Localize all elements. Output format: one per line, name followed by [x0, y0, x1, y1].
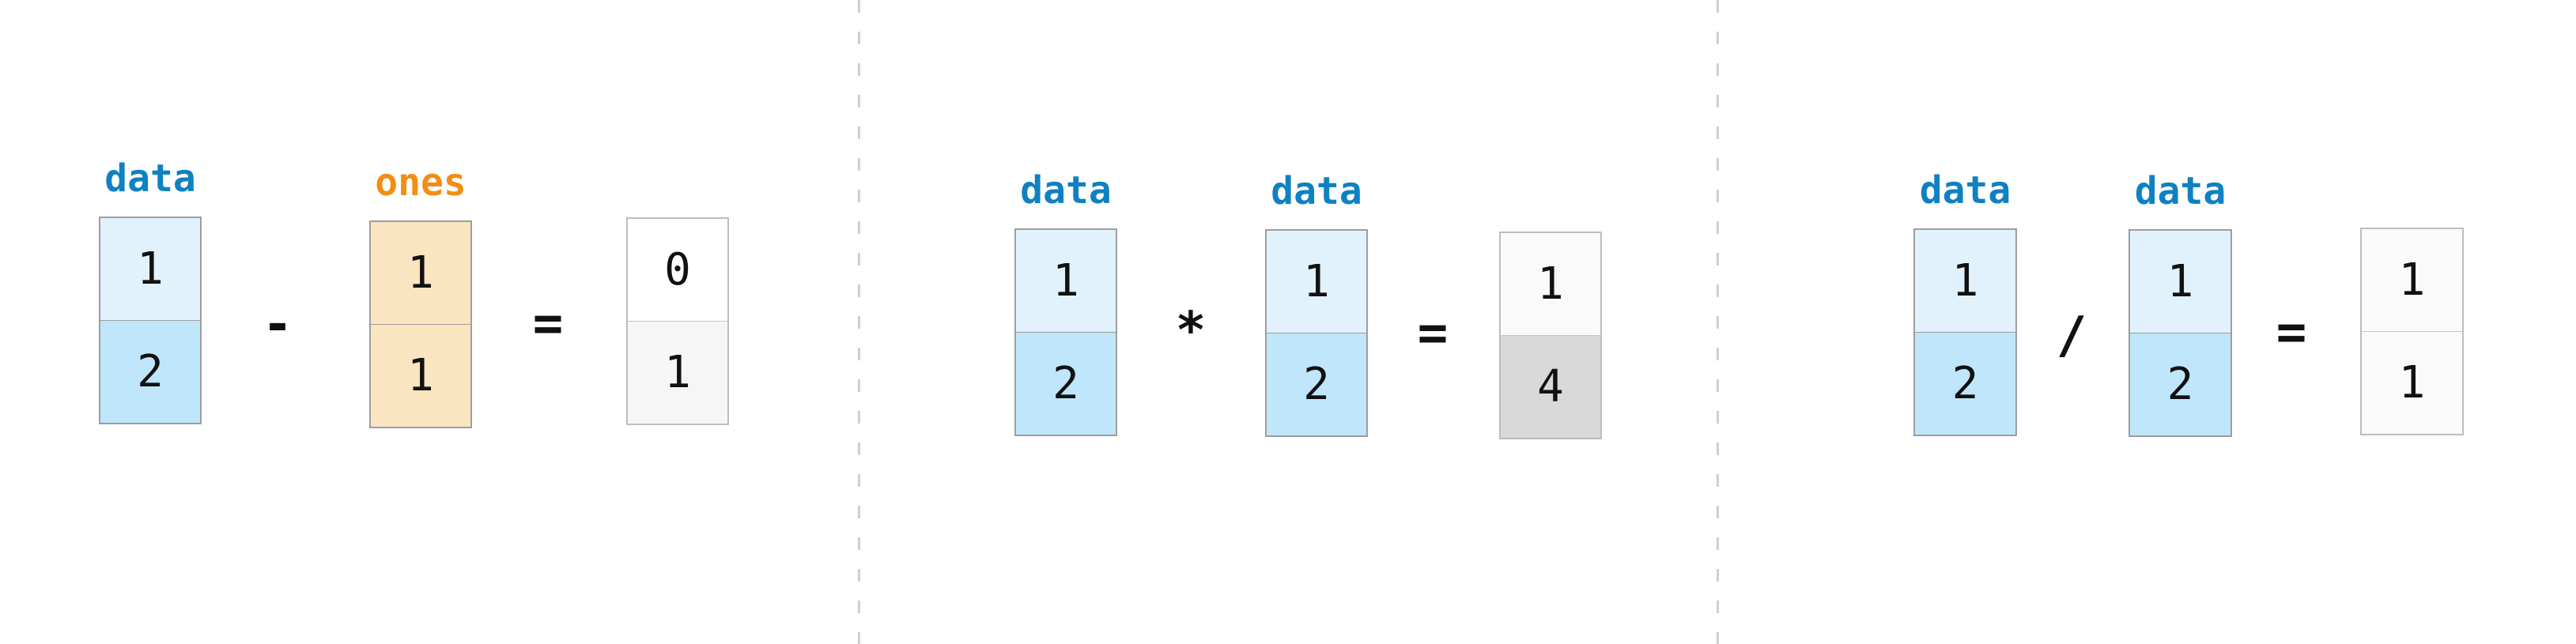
- array-cell: 1: [371, 222, 470, 324]
- minus-operator: -: [262, 296, 293, 354]
- array-cell: 2: [100, 320, 200, 423]
- array-column-data: 1 2: [2128, 229, 2232, 437]
- array-cell: 1: [1267, 231, 1366, 333]
- array-cell: 2: [2130, 333, 2230, 435]
- array-cell: 2: [1267, 333, 1366, 435]
- array-cell: 2: [1915, 332, 2015, 435]
- array-cell: 1: [1915, 230, 2015, 332]
- array-column-data: 1 2: [1265, 229, 1368, 437]
- array-cell: 1: [2130, 231, 2230, 333]
- array-label-data: data: [1919, 168, 2011, 213]
- divide-operator: /: [2056, 307, 2087, 365]
- result-cell: 1: [2362, 229, 2462, 331]
- array-cell: 2: [1016, 332, 1116, 435]
- array-column-data: 1 2: [1014, 228, 1117, 436]
- result-cell: 4: [1501, 335, 1600, 438]
- multiply-operator: *: [1175, 302, 1207, 360]
- array-column-data: 1 2: [99, 217, 202, 424]
- equals-sign: =: [2276, 303, 2307, 362]
- result-cell: 1: [1501, 233, 1600, 335]
- array-label-data: data: [104, 156, 196, 201]
- equals-sign: =: [1417, 304, 1449, 363]
- array-label-data: data: [2134, 169, 2227, 213]
- result-column: 1 4: [1499, 232, 1602, 439]
- array-label-data: data: [1271, 169, 1362, 213]
- equals-sign: =: [532, 295, 564, 353]
- array-column-data: 1 2: [1913, 228, 2017, 436]
- array-cell: 1: [1016, 230, 1116, 332]
- panel-separator-right: [1717, 0, 1719, 644]
- array-column-ones: 1 1: [369, 220, 472, 428]
- array-cell: 1: [371, 324, 470, 427]
- result-cell: 0: [628, 219, 727, 321]
- panel-separator-left: [858, 0, 860, 644]
- result-cell: 1: [2362, 331, 2462, 434]
- result-cell: 1: [628, 321, 727, 424]
- result-column: 0 1: [626, 217, 729, 425]
- array-label-ones: ones: [375, 160, 466, 205]
- array-cell: 1: [100, 218, 200, 320]
- result-column: 1 1: [2360, 228, 2464, 435]
- array-label-data: data: [1020, 168, 1112, 213]
